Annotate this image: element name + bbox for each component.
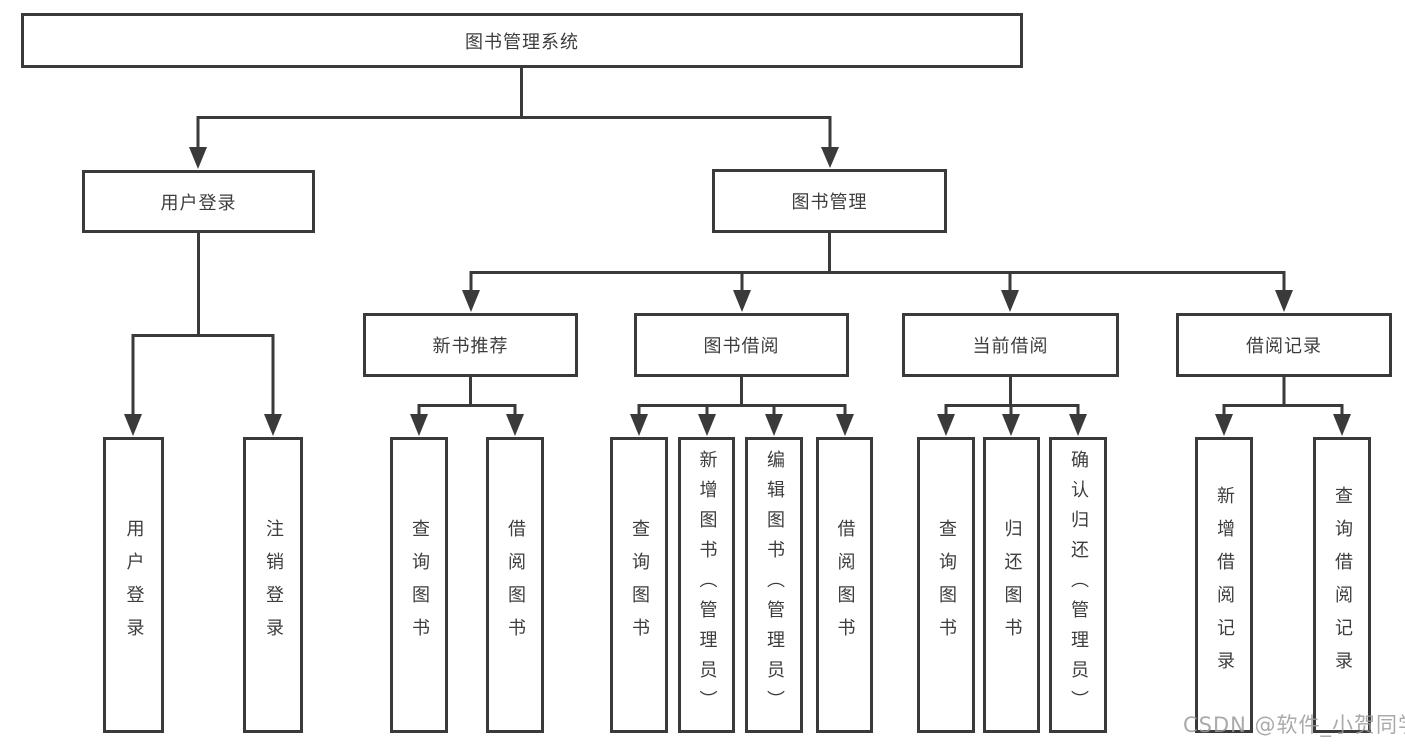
connector-borrowing-records-children: [1215, 377, 1351, 436]
leaf-current-query-books: 查询图书: [917, 437, 975, 733]
node-borrowing-records: 借阅记录: [1176, 313, 1392, 377]
node-current-borrowing: 当前借阅: [902, 313, 1119, 377]
arrow-down-icon: [765, 414, 783, 436]
leaf-borrowing-add-books-admin: 新增图书（管理员）: [678, 437, 735, 733]
arrow-down-icon: [630, 414, 648, 436]
leaf-records-add-record: 新增借阅记录: [1195, 437, 1253, 733]
arrow-down-icon: [264, 414, 282, 436]
watermark: CSDN @软件_小贺同学: [1183, 713, 1405, 737]
arrow-down-icon: [189, 147, 207, 169]
arrow-down-icon: [506, 414, 524, 436]
connector-current-borrowing-children: [937, 377, 1087, 436]
node-library-management-system: 图书管理系统: [21, 13, 1023, 68]
connector-book-borrowing-children: [630, 377, 854, 436]
arrow-down-icon: [1069, 414, 1087, 436]
arrow-down-icon: [462, 290, 480, 312]
arrow-down-icon: [1275, 290, 1293, 312]
arrow-down-icon: [1215, 414, 1233, 436]
leaf-current-return-books: 归还图书: [983, 437, 1040, 733]
connector-new-book-recommend-children: [410, 377, 524, 436]
node-book-borrowing: 图书借阅: [634, 313, 849, 377]
node-new-book-recommend: 新书推荐: [363, 313, 578, 377]
leaf-recommend-borrow-books: 借阅图书: [486, 437, 544, 733]
leaf-borrowing-borrow-books: 借阅图书: [816, 437, 873, 733]
node-user-login: 用户登录: [82, 170, 315, 233]
connector-root-to-level2: [189, 68, 839, 169]
arrow-down-icon: [124, 414, 142, 436]
connector-book-management-children: [462, 233, 1293, 312]
leaf-current-confirm-return-admin: 确认归还（管理员）: [1049, 437, 1107, 733]
arrow-down-icon: [821, 147, 839, 168]
arrow-down-icon: [836, 414, 854, 436]
leaf-borrowing-query-books: 查询图书: [610, 437, 668, 733]
leaf-recommend-query-books: 查询图书: [390, 437, 448, 733]
leaf-records-query-record: 查询借阅记录: [1313, 437, 1371, 733]
arrow-down-icon: [698, 414, 716, 436]
arrow-down-icon: [937, 414, 955, 436]
arrow-down-icon: [1002, 414, 1020, 436]
arrow-down-icon: [1333, 414, 1351, 436]
arrow-down-icon: [733, 290, 751, 312]
arrow-down-icon: [1001, 290, 1019, 312]
connector-user-login-children: [124, 233, 282, 436]
node-book-management: 图书管理: [712, 169, 947, 233]
leaf-borrowing-edit-books-admin: 编辑图书（管理员）: [745, 437, 803, 733]
arrow-down-icon: [410, 414, 428, 436]
leaf-user-login: 用户登录: [103, 437, 164, 733]
leaf-logout: 注销登录: [243, 437, 303, 733]
